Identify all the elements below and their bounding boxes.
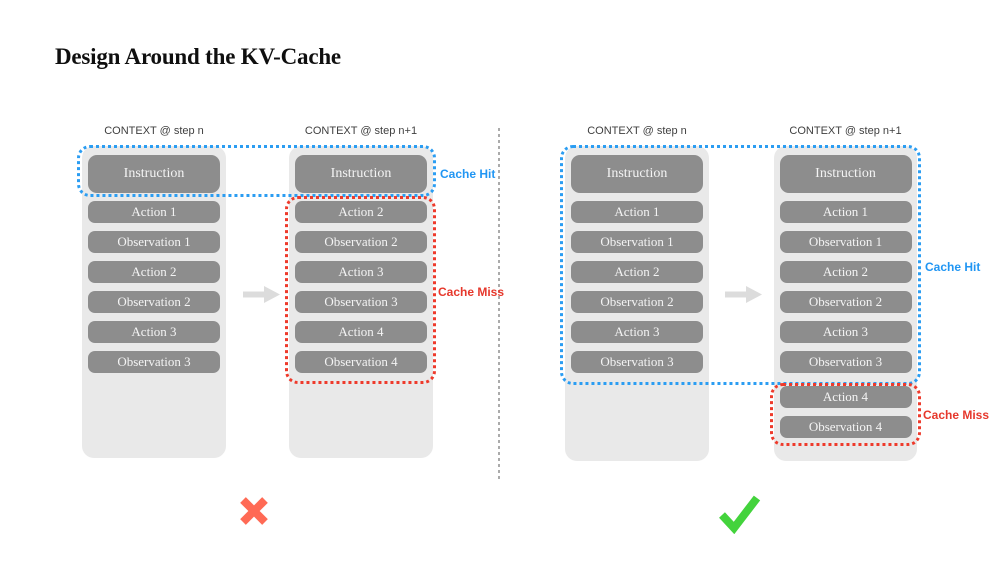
context-box-observation-1: Observation 1 [88,231,220,253]
context-box-observation-2: Observation 2 [571,291,703,313]
context-box-observation-3: Observation 3 [571,351,703,373]
check-icon [716,492,762,539]
context-box-observation-1: Observation 1 [779,231,912,253]
context-box-action-2: Action 2 [779,261,912,283]
context-header-step-n: CONTEXT @ step n [587,125,687,137]
context-box-action-1: Action 1 [88,201,220,223]
context-box-action-3: Action 3 [295,261,427,283]
page-title: Design Around the KV-Cache [55,44,341,69]
context-box-observation-2: Observation 2 [88,291,220,313]
panel-divider [498,128,500,480]
context-box-action-4: Action 4 [779,386,912,408]
cache-hit-label: Cache Hit [440,167,496,181]
context-box-observation-4: Observation 4 [779,416,912,438]
context-box-action-2: Action 2 [295,201,427,223]
context-box-instruction: Instruction [88,155,220,193]
context-header-step-n-plus-1: CONTEXT @ step n+1 [304,125,418,137]
cache-hit-label: Cache Hit [925,260,981,274]
step-arrow-icon [725,286,762,308]
context-box-observation-3: Observation 3 [779,351,912,373]
context-box-observation-2: Observation 2 [295,231,427,253]
context-box-action-1: Action 1 [779,201,912,223]
context-box-action-3: Action 3 [88,321,220,343]
context-box-observation-4: Observation 4 [295,351,427,373]
context-box-action-2: Action 2 [571,261,703,283]
context-box-observation-3: Observation 3 [88,351,220,373]
context-header-step-n-plus-1: CONTEXT @ step n+1 [789,125,902,137]
context-box-observation-3: Observation 3 [295,291,427,313]
context-box-instruction: Instruction [571,155,703,193]
context-box-action-1: Action 1 [571,201,703,223]
step-arrow-icon [243,286,280,308]
context-column-step-n-plus-1: Instruction Action 2 Observation 2 Actio… [289,146,433,458]
context-column-step-n: Instruction Action 1 Observation 1 Actio… [565,146,709,461]
context-column-step-n-plus-1: Instruction Action 1 Observation 1 Actio… [774,146,917,461]
context-box-action-2: Action 2 [88,261,220,283]
cache-miss-label: Cache Miss [438,285,505,299]
context-column-step-n: Instruction Action 1 Observation 1 Actio… [82,146,226,458]
context-box-observation-1: Observation 1 [571,231,703,253]
context-box-action-3: Action 3 [779,321,912,343]
context-box-instruction: Instruction [779,155,912,193]
context-box-instruction: Instruction [295,155,427,193]
context-box-observation-2: Observation 2 [779,291,912,313]
context-box-action-3: Action 3 [571,321,703,343]
context-box-action-4: Action 4 [295,321,427,343]
cross-icon [238,494,270,533]
cache-miss-label: Cache Miss [923,408,990,422]
context-header-step-n: CONTEXT @ step n [104,125,204,137]
